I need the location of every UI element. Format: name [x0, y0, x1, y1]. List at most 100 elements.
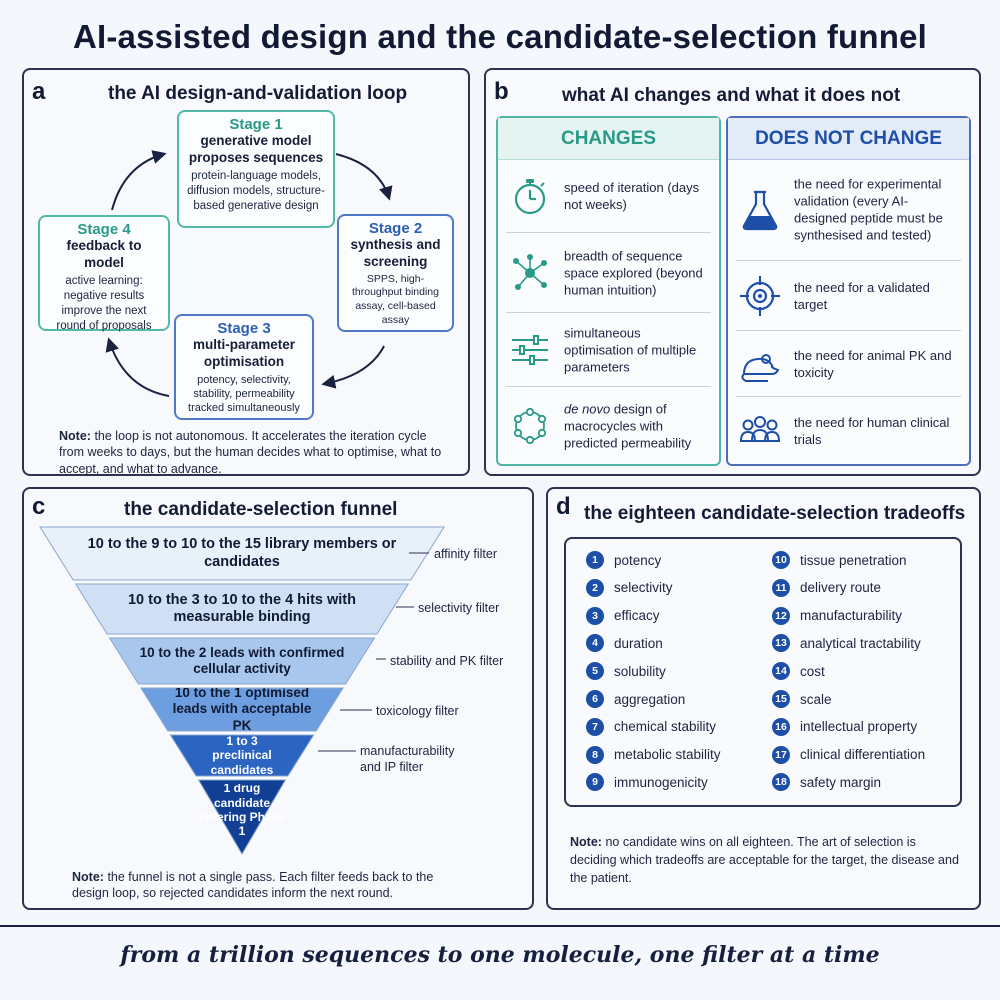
- panel-c: c the candidate-selection funnel 10 to t…: [22, 487, 534, 910]
- flask-icon: [742, 190, 778, 231]
- funnel-tier-5-text: 1 to 3 preclinical candidates: [210, 735, 274, 776]
- not-text-clinical: the need for human clinical trials: [794, 414, 950, 447]
- funnel-connectors: [318, 552, 429, 752]
- panel-a-note-text: the loop is not autonomous. It accelerat…: [59, 429, 442, 476]
- panel-c-title: the candidate-selection funnel: [124, 499, 398, 520]
- tradeoff-label: efficacy: [614, 608, 660, 624]
- target-icon: [740, 275, 780, 316]
- panel-d-note-text: no candidate wins on all eighteen. The a…: [570, 835, 959, 886]
- panel-a-note: Note: the loop is not autonomous. It acc…: [59, 428, 444, 477]
- panel-b: b what AI changes and what it does not C…: [484, 68, 981, 476]
- change-row-optimisation: simultaneous optimisation of multiple pa…: [506, 312, 711, 386]
- not-text-target: the need for a validated target: [794, 279, 930, 312]
- not-row-target: the need for a validated target: [736, 260, 961, 330]
- stage-1-desc: protein-language models, diffusion model…: [187, 169, 325, 212]
- tradeoff-label: tissue penetration: [800, 552, 907, 568]
- not-text-validation: the need for experimental validation (ev…: [794, 176, 943, 244]
- tradeoff-label: metabolic stability: [614, 747, 721, 763]
- change-text-speed: speed of iteration (days not weeks): [564, 179, 700, 212]
- funnel-tier-6: [197, 779, 287, 855]
- funnel-tier-5: [169, 734, 315, 777]
- filter-label-selectivity: selectivity filter: [418, 601, 500, 615]
- tradeoff-number-badge: 9: [586, 773, 604, 792]
- tradeoff-item: 2 selectivity: [586, 577, 673, 599]
- tradeoff-item: 3 efficacy: [586, 605, 660, 627]
- panel-a-label: a: [32, 78, 46, 105]
- change-text-macrocycle: de novo design of macrocycles with predi…: [564, 400, 707, 451]
- sliders-icon: [512, 334, 548, 365]
- tradeoff-number-badge: 3: [586, 606, 604, 625]
- tradeoff-item: 8 metabolic stability: [586, 744, 721, 766]
- tradeoff-item: 18 safety margin: [772, 771, 881, 793]
- change-text-macrocycle-rest: design of macrocycles with predicted per…: [564, 400, 692, 451]
- stage-1-box: Stage 1 generative model proposes sequen…: [177, 110, 335, 228]
- tradeoff-number-badge: 8: [586, 745, 604, 764]
- funnel: 10 to the 9 to 10 to the 15 library memb…: [39, 526, 445, 855]
- stage-2-desc: SPPS, high-throughput binding assay, cel…: [352, 272, 439, 326]
- tradeoff-label: clinical differentiation: [800, 747, 926, 763]
- does-not-change-header: DOES NOT CHANGE: [728, 118, 969, 160]
- funnel-tier-4-text: 10 to the 1 optimised leads with accepta…: [172, 688, 312, 731]
- filter-label-affinity: affinity filter: [434, 547, 497, 561]
- filter-label-stability-pk: stability and PK filter: [390, 654, 504, 668]
- not-text-animal: the need for animal PK and toxicity: [794, 347, 952, 380]
- macrocycle-icon: [513, 407, 547, 444]
- stage-1-heading: generative model proposes sequences: [188, 133, 324, 165]
- not-row-validation: the need for experimental validation (ev…: [736, 160, 961, 260]
- funnel-tier-1-text: 10 to the 9 to 10 to the 15 library memb…: [87, 536, 397, 570]
- filter-label-manufacturability-ip: manufacturability and IP filter: [360, 744, 455, 775]
- tradeoff-label: analytical tractability: [800, 635, 921, 651]
- funnel-tier-1: [39, 526, 445, 581]
- stage-3-desc: potency, selectivity, stability, permeab…: [188, 373, 300, 415]
- does-not-change-column: DOES NOT CHANGE the need for experimenta…: [726, 116, 971, 466]
- change-text-breadth: breadth of sequence space explored (beyo…: [564, 247, 703, 298]
- panel-d-label: d: [556, 493, 571, 520]
- tradeoff-label: immunogenicity: [614, 774, 708, 790]
- footer-divider: [0, 925, 1000, 927]
- not-row-animal: the need for animal PK and toxicity: [736, 330, 961, 396]
- tradeoff-number-badge: 12: [772, 606, 790, 625]
- tradeoff-number-badge: 18: [772, 773, 790, 792]
- panel-a-title: the AI design-and-validation loop: [108, 83, 408, 104]
- panel-c-note-prefix: Note:: [72, 870, 104, 884]
- tradeoff-label: duration: [614, 635, 663, 651]
- tradeoff-item: 12 manufacturability: [772, 605, 902, 627]
- stage-2-name: Stage 2: [368, 220, 423, 237]
- arrow-stage3-to-stage4: [105, 337, 170, 397]
- arrow-stage4-to-stage1: [111, 150, 167, 211]
- tradeoff-label: safety margin: [800, 774, 882, 790]
- tradeoff-number-badge: 2: [586, 578, 604, 597]
- funnel-tier-2: [74, 583, 410, 635]
- change-row-macrocycle: de novo design of macrocycles with predi…: [506, 386, 711, 464]
- tradeoff-label: manufacturability: [800, 608, 903, 624]
- stage-3-heading: multi-parameter optimisation: [192, 337, 296, 369]
- funnel-tier-3-text: 10 to the 2 leads with confirmed cellula…: [139, 644, 345, 676]
- funnel-tier-2-text: 10 to the 3 to 10 to the 4 hits with mea…: [127, 591, 356, 625]
- panel-d: d the eighteen candidate-selection trade…: [546, 487, 981, 910]
- tagline: from a trillion sequences to one molecul…: [120, 942, 880, 968]
- not-row-clinical: the need for human clinical trials: [736, 396, 961, 464]
- tradeoff-number-badge: 1: [586, 551, 604, 569]
- stopwatch-icon: [514, 179, 546, 215]
- filter-label-toxicology: toxicology filter: [376, 704, 459, 718]
- tradeoff-label: solubility: [614, 663, 666, 679]
- stage-4-desc: active learning: negative results improv…: [56, 274, 152, 332]
- people-icon: [739, 415, 781, 442]
- stage-1-name: Stage 1: [229, 116, 283, 133]
- network-icon: [513, 253, 547, 290]
- panel-b-title: what AI changes and what it does not: [562, 85, 901, 106]
- tradeoff-number-badge: 5: [586, 662, 604, 681]
- change-text-optimisation: simultaneous optimisation of multiple pa…: [564, 324, 697, 375]
- tradeoff-label: selectivity: [614, 580, 673, 596]
- tradeoff-number-badge: 11: [772, 578, 790, 597]
- tradeoff-label: cost: [800, 663, 825, 679]
- panel-d-note-prefix: Note:: [570, 835, 602, 849]
- stage-2-box: Stage 2 synthesis and screening SPPS, hi…: [337, 214, 454, 332]
- tradeoff-label: intellectual property: [800, 719, 918, 735]
